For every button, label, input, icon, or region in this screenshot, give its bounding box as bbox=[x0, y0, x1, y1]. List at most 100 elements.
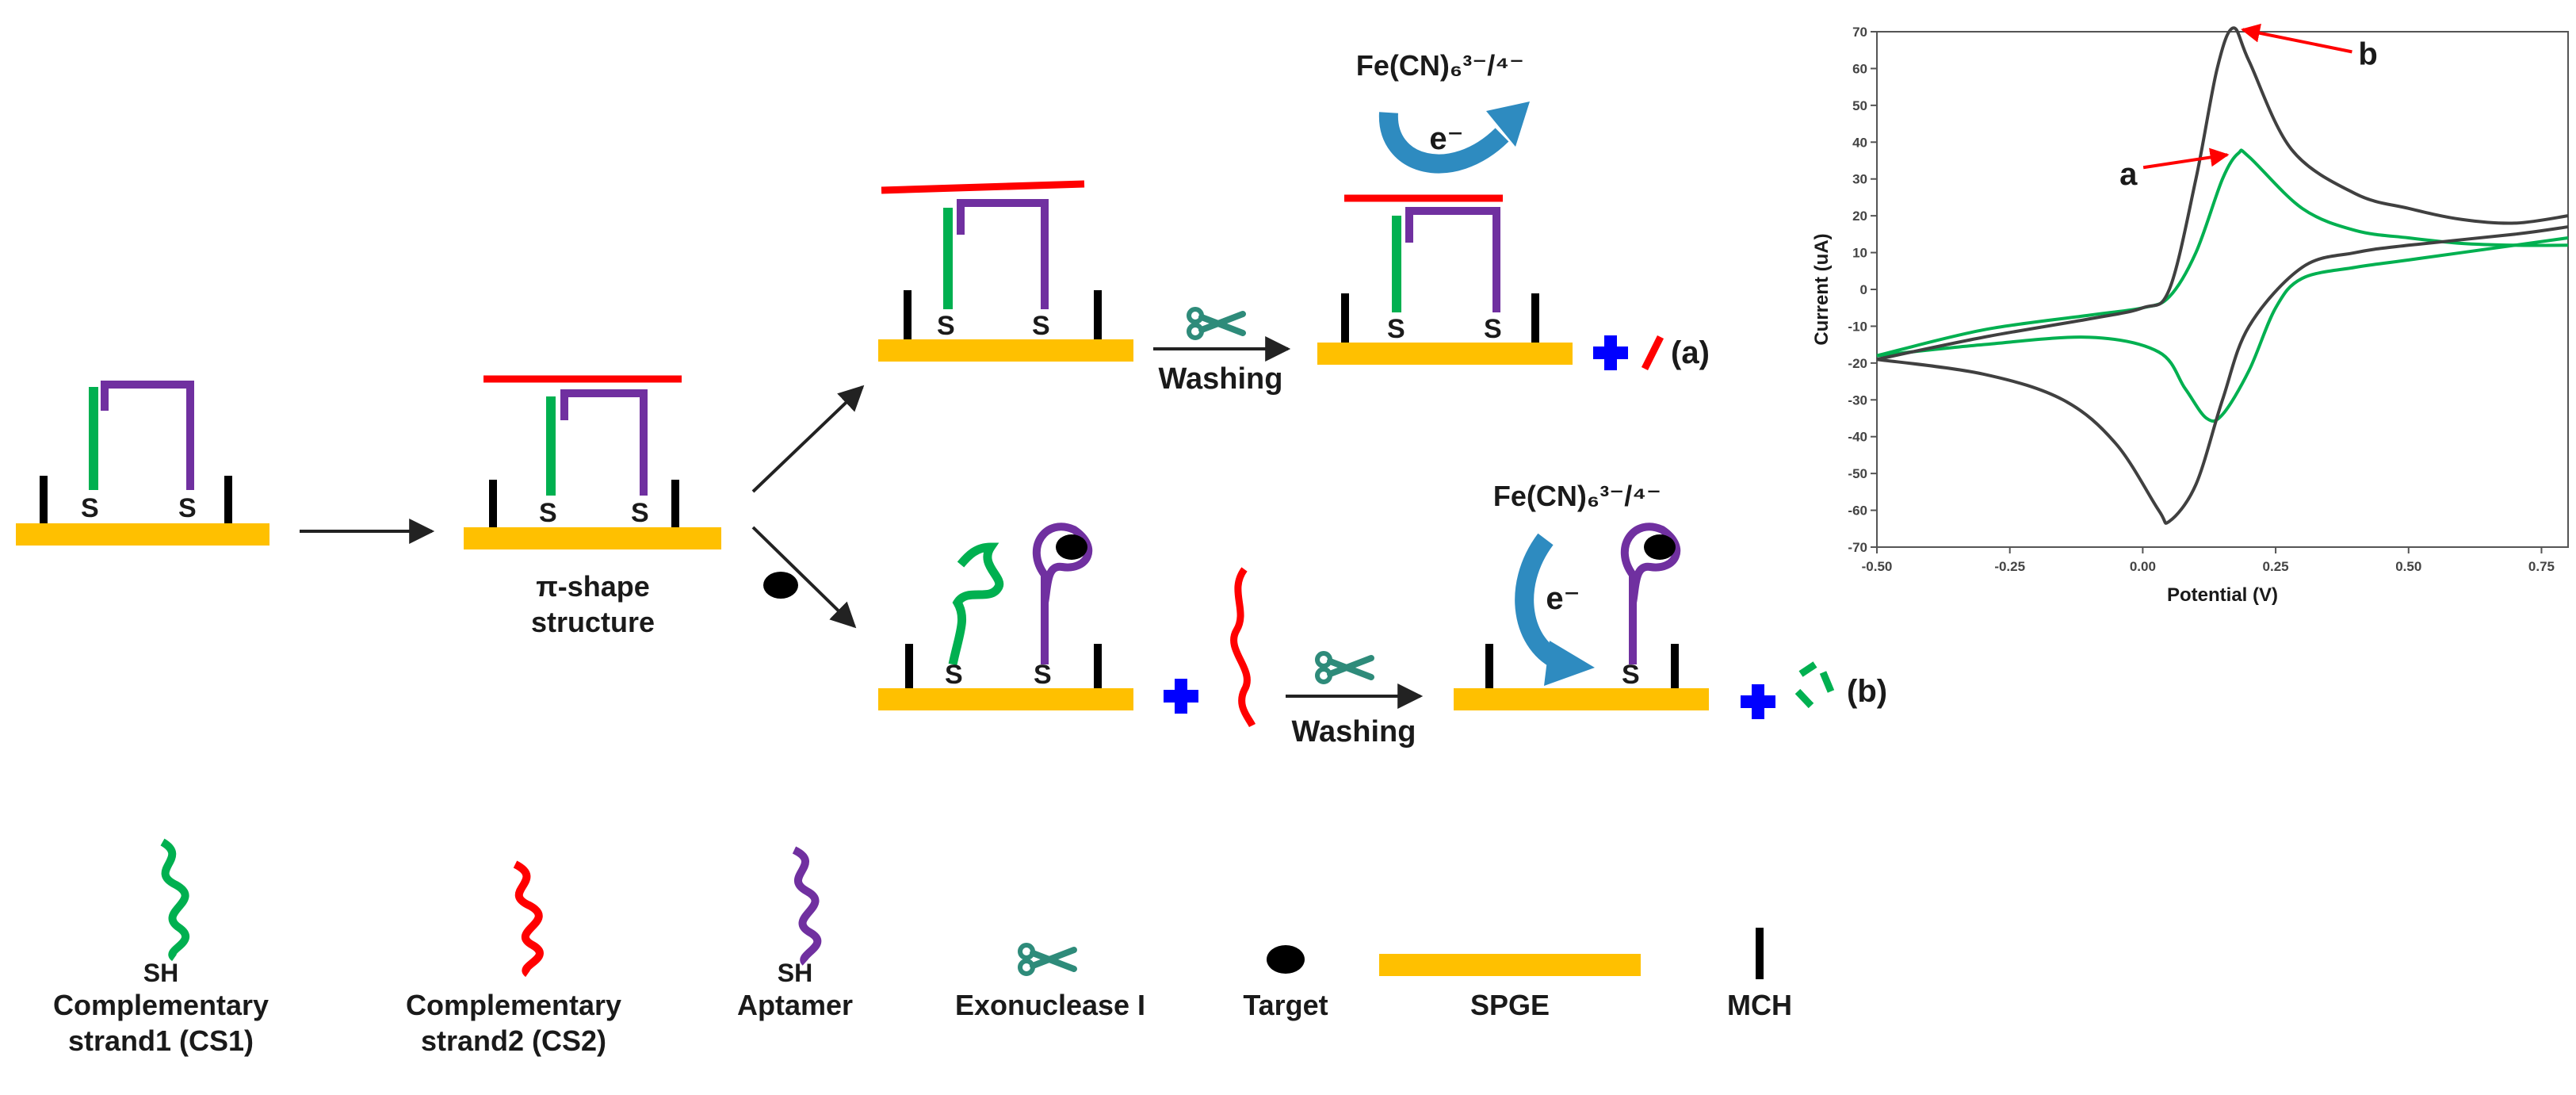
plot-frame bbox=[1876, 31, 2569, 548]
legend-item-cs2: Complementary strand2 (CS2) bbox=[406, 860, 621, 1057]
electron-arrow-head-icon bbox=[1486, 101, 1530, 147]
initial-electrode-construct: S S bbox=[16, 381, 269, 546]
cv-curve-b-forward bbox=[1876, 26, 2569, 362]
annotation-arrow-b bbox=[2241, 23, 2352, 54]
chart-y-axis-label: Current (uA) bbox=[1811, 233, 1833, 345]
branch-a-step1-construct: S S bbox=[878, 180, 1133, 362]
green-strand-icon bbox=[160, 838, 189, 962]
y-tick-label: -40 bbox=[1848, 430, 1867, 445]
branch-b-step1-construct: S S bbox=[878, 523, 1133, 710]
y-tick-label: -20 bbox=[1848, 356, 1867, 371]
electrode-bar-icon bbox=[1379, 954, 1641, 976]
digested-cs1-fragments bbox=[1794, 661, 1835, 709]
mch-right bbox=[1094, 290, 1102, 339]
purple-strand-icon bbox=[792, 846, 822, 966]
legend-item-aptamer: SH Aptamer bbox=[737, 846, 853, 1021]
y-tick-label: 0 bbox=[1860, 282, 1867, 297]
thiol-label-right: S bbox=[1484, 314, 1502, 344]
aptamer-strand bbox=[957, 199, 1049, 309]
thiol-label-right: S bbox=[631, 498, 649, 528]
electron-transfer-arrow-a bbox=[1378, 112, 1509, 174]
mch-right bbox=[1531, 293, 1539, 343]
result-tag-b: (b) bbox=[1847, 674, 1887, 709]
electrode-spge bbox=[16, 523, 269, 546]
legend-item-cs1: SH Complementary strand1 (CS1) bbox=[53, 838, 269, 1057]
redox-probe-label-b: Fe(CN)₆³⁻/⁴⁻ bbox=[1493, 480, 1661, 512]
x-tick-label: 0.50 bbox=[2395, 559, 2421, 574]
mch-right bbox=[1094, 644, 1102, 688]
y-tick-label: -30 bbox=[1848, 392, 1867, 408]
y-tick-label: 70 bbox=[1852, 25, 1867, 40]
legend-item-mch: MCH bbox=[1727, 928, 1792, 1021]
exonuclease-scissors-icon bbox=[1189, 309, 1243, 338]
y-tick-label: 30 bbox=[1852, 172, 1867, 187]
cv-curve-a-reverse bbox=[1876, 236, 2569, 423]
redox-probe-label-a: Fe(CN)₆³⁻/⁴⁻ bbox=[1356, 49, 1524, 82]
electron-label-b: e⁻ bbox=[1546, 581, 1580, 616]
chart-axes: 706050403020100-10-20-30-40-50-60-70-0.5… bbox=[1848, 25, 2569, 574]
thiol-label-right: S bbox=[178, 493, 197, 523]
legend-label-mch: MCH bbox=[1727, 989, 1792, 1021]
y-tick-label: -10 bbox=[1848, 319, 1867, 334]
annotation-label-b: b bbox=[2358, 36, 2377, 71]
legend-label-aptamer-line1: SH bbox=[778, 959, 812, 987]
electrode-spge bbox=[878, 339, 1133, 362]
target-molecule bbox=[763, 572, 798, 599]
thiol-label-left: S bbox=[945, 660, 963, 690]
released-cs2-strand bbox=[1230, 567, 1256, 728]
legend-item-exonuclease: Exonuclease I bbox=[955, 945, 1145, 1021]
branch-a-step2-construct: Fe(CN)₆³⁻/⁴⁻ e⁻ S S bbox=[1317, 49, 1573, 365]
aptamer-target-complex bbox=[1620, 523, 1681, 664]
cv-chart: 706050403020100-10-20-30-40-50-60-70-0.5… bbox=[1811, 23, 2569, 606]
legend: SH Complementary strand1 (CS1) Complemen… bbox=[53, 838, 1792, 1057]
mch-left bbox=[1341, 293, 1349, 343]
branch-b-step2-construct: Fe(CN)₆³⁻/⁴⁻ e⁻ S bbox=[1454, 480, 1709, 710]
result-tag-a: (a) bbox=[1671, 335, 1710, 370]
y-tick-label: 20 bbox=[1852, 209, 1867, 224]
y-tick-label: 50 bbox=[1852, 98, 1867, 113]
cs1-strand-released bbox=[948, 542, 1004, 666]
washing-label-b: Washing bbox=[1292, 715, 1416, 749]
legend-label-cs1-line3: strand1 (CS1) bbox=[68, 1024, 254, 1057]
y-tick-label: 10 bbox=[1852, 246, 1867, 261]
chart-annotations: ba bbox=[2119, 23, 2378, 192]
thiol-label-left: S bbox=[1387, 314, 1405, 344]
y-tick-label: -70 bbox=[1848, 540, 1867, 555]
aptamer-strand bbox=[1405, 207, 1500, 312]
thiol-label-left: S bbox=[539, 498, 557, 528]
thiol-label-right: S bbox=[1034, 660, 1052, 690]
washing-label-a: Washing bbox=[1159, 362, 1283, 396]
target-molecule bbox=[1056, 534, 1087, 560]
y-tick-label: -50 bbox=[1848, 466, 1867, 481]
mch-left bbox=[40, 476, 48, 523]
mch-left bbox=[489, 480, 497, 527]
x-tick-label: 0.25 bbox=[2263, 559, 2289, 574]
chart-x-axis-label: Potential (V) bbox=[2167, 584, 2278, 606]
legend-label-cs1-line2: Complementary bbox=[53, 989, 269, 1021]
legend-item-target: Target bbox=[1243, 945, 1328, 1021]
plus-icon bbox=[1164, 679, 1198, 714]
legend-label-target: Target bbox=[1243, 989, 1328, 1021]
thiol-label-left: S bbox=[81, 493, 99, 523]
x-tick-label: -0.50 bbox=[1862, 559, 1893, 574]
mch-left bbox=[1485, 644, 1493, 688]
thiol-label-right: S bbox=[1032, 311, 1050, 341]
cs2-strand bbox=[881, 180, 1085, 194]
pi-shape-label-line2: structure bbox=[531, 606, 655, 638]
aptamer-target-complex bbox=[1032, 523, 1093, 664]
mch-right bbox=[671, 480, 679, 527]
legend-label-aptamer-line2: Aptamer bbox=[737, 989, 853, 1021]
scissors-icon bbox=[1020, 945, 1074, 974]
legend-label-cs1-line1: SH bbox=[143, 959, 178, 987]
y-tick-label: -60 bbox=[1848, 503, 1867, 519]
electron-arrow-head-icon bbox=[1544, 641, 1595, 686]
annotation-arrow-a bbox=[2142, 147, 2230, 170]
pi-shape-label: π-shape bbox=[536, 570, 650, 603]
mch-right bbox=[224, 476, 232, 523]
legend-label-spge: SPGE bbox=[1470, 989, 1550, 1021]
x-tick-label: 0.00 bbox=[2130, 559, 2156, 574]
mch-right bbox=[1671, 644, 1679, 688]
mch-bar-icon bbox=[1756, 928, 1764, 979]
plus-icon bbox=[1593, 335, 1628, 370]
